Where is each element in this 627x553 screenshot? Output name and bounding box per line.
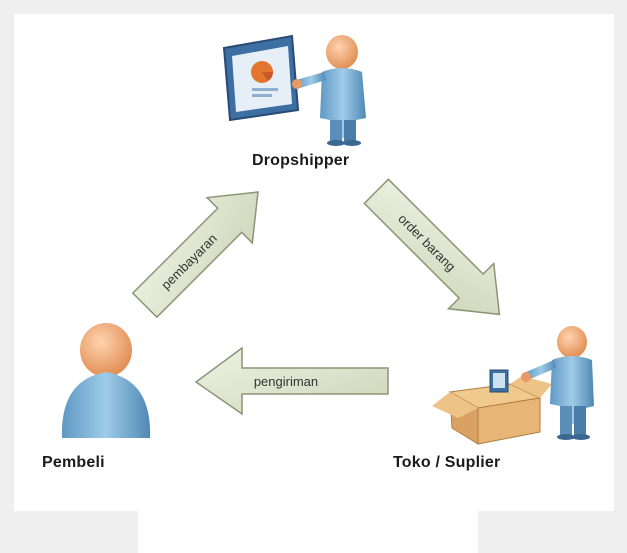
presentation-board-icon	[222, 34, 300, 122]
pembeli-head	[80, 323, 132, 377]
footer-strip	[138, 510, 478, 553]
arrow-label-pengiriman: pengiriman	[254, 374, 318, 389]
toko-figure	[432, 326, 594, 445]
arrow-order-barang: order barang	[363, 178, 501, 316]
arrow-pembayaran: pembayaran	[131, 191, 259, 319]
dropshipper-figure	[222, 34, 366, 146]
label-pembeli: Pembeli	[42, 454, 105, 471]
toko-head	[557, 326, 587, 358]
label-dropshipper: Dropshipper	[252, 152, 350, 169]
label-toko-suplier: Toko / Suplier	[393, 454, 501, 471]
package-box-icon	[432, 369, 552, 445]
arrow-pengiriman: pengiriman	[194, 346, 389, 416]
pembeli-figure	[61, 323, 151, 438]
dropshipper-head	[326, 35, 358, 69]
